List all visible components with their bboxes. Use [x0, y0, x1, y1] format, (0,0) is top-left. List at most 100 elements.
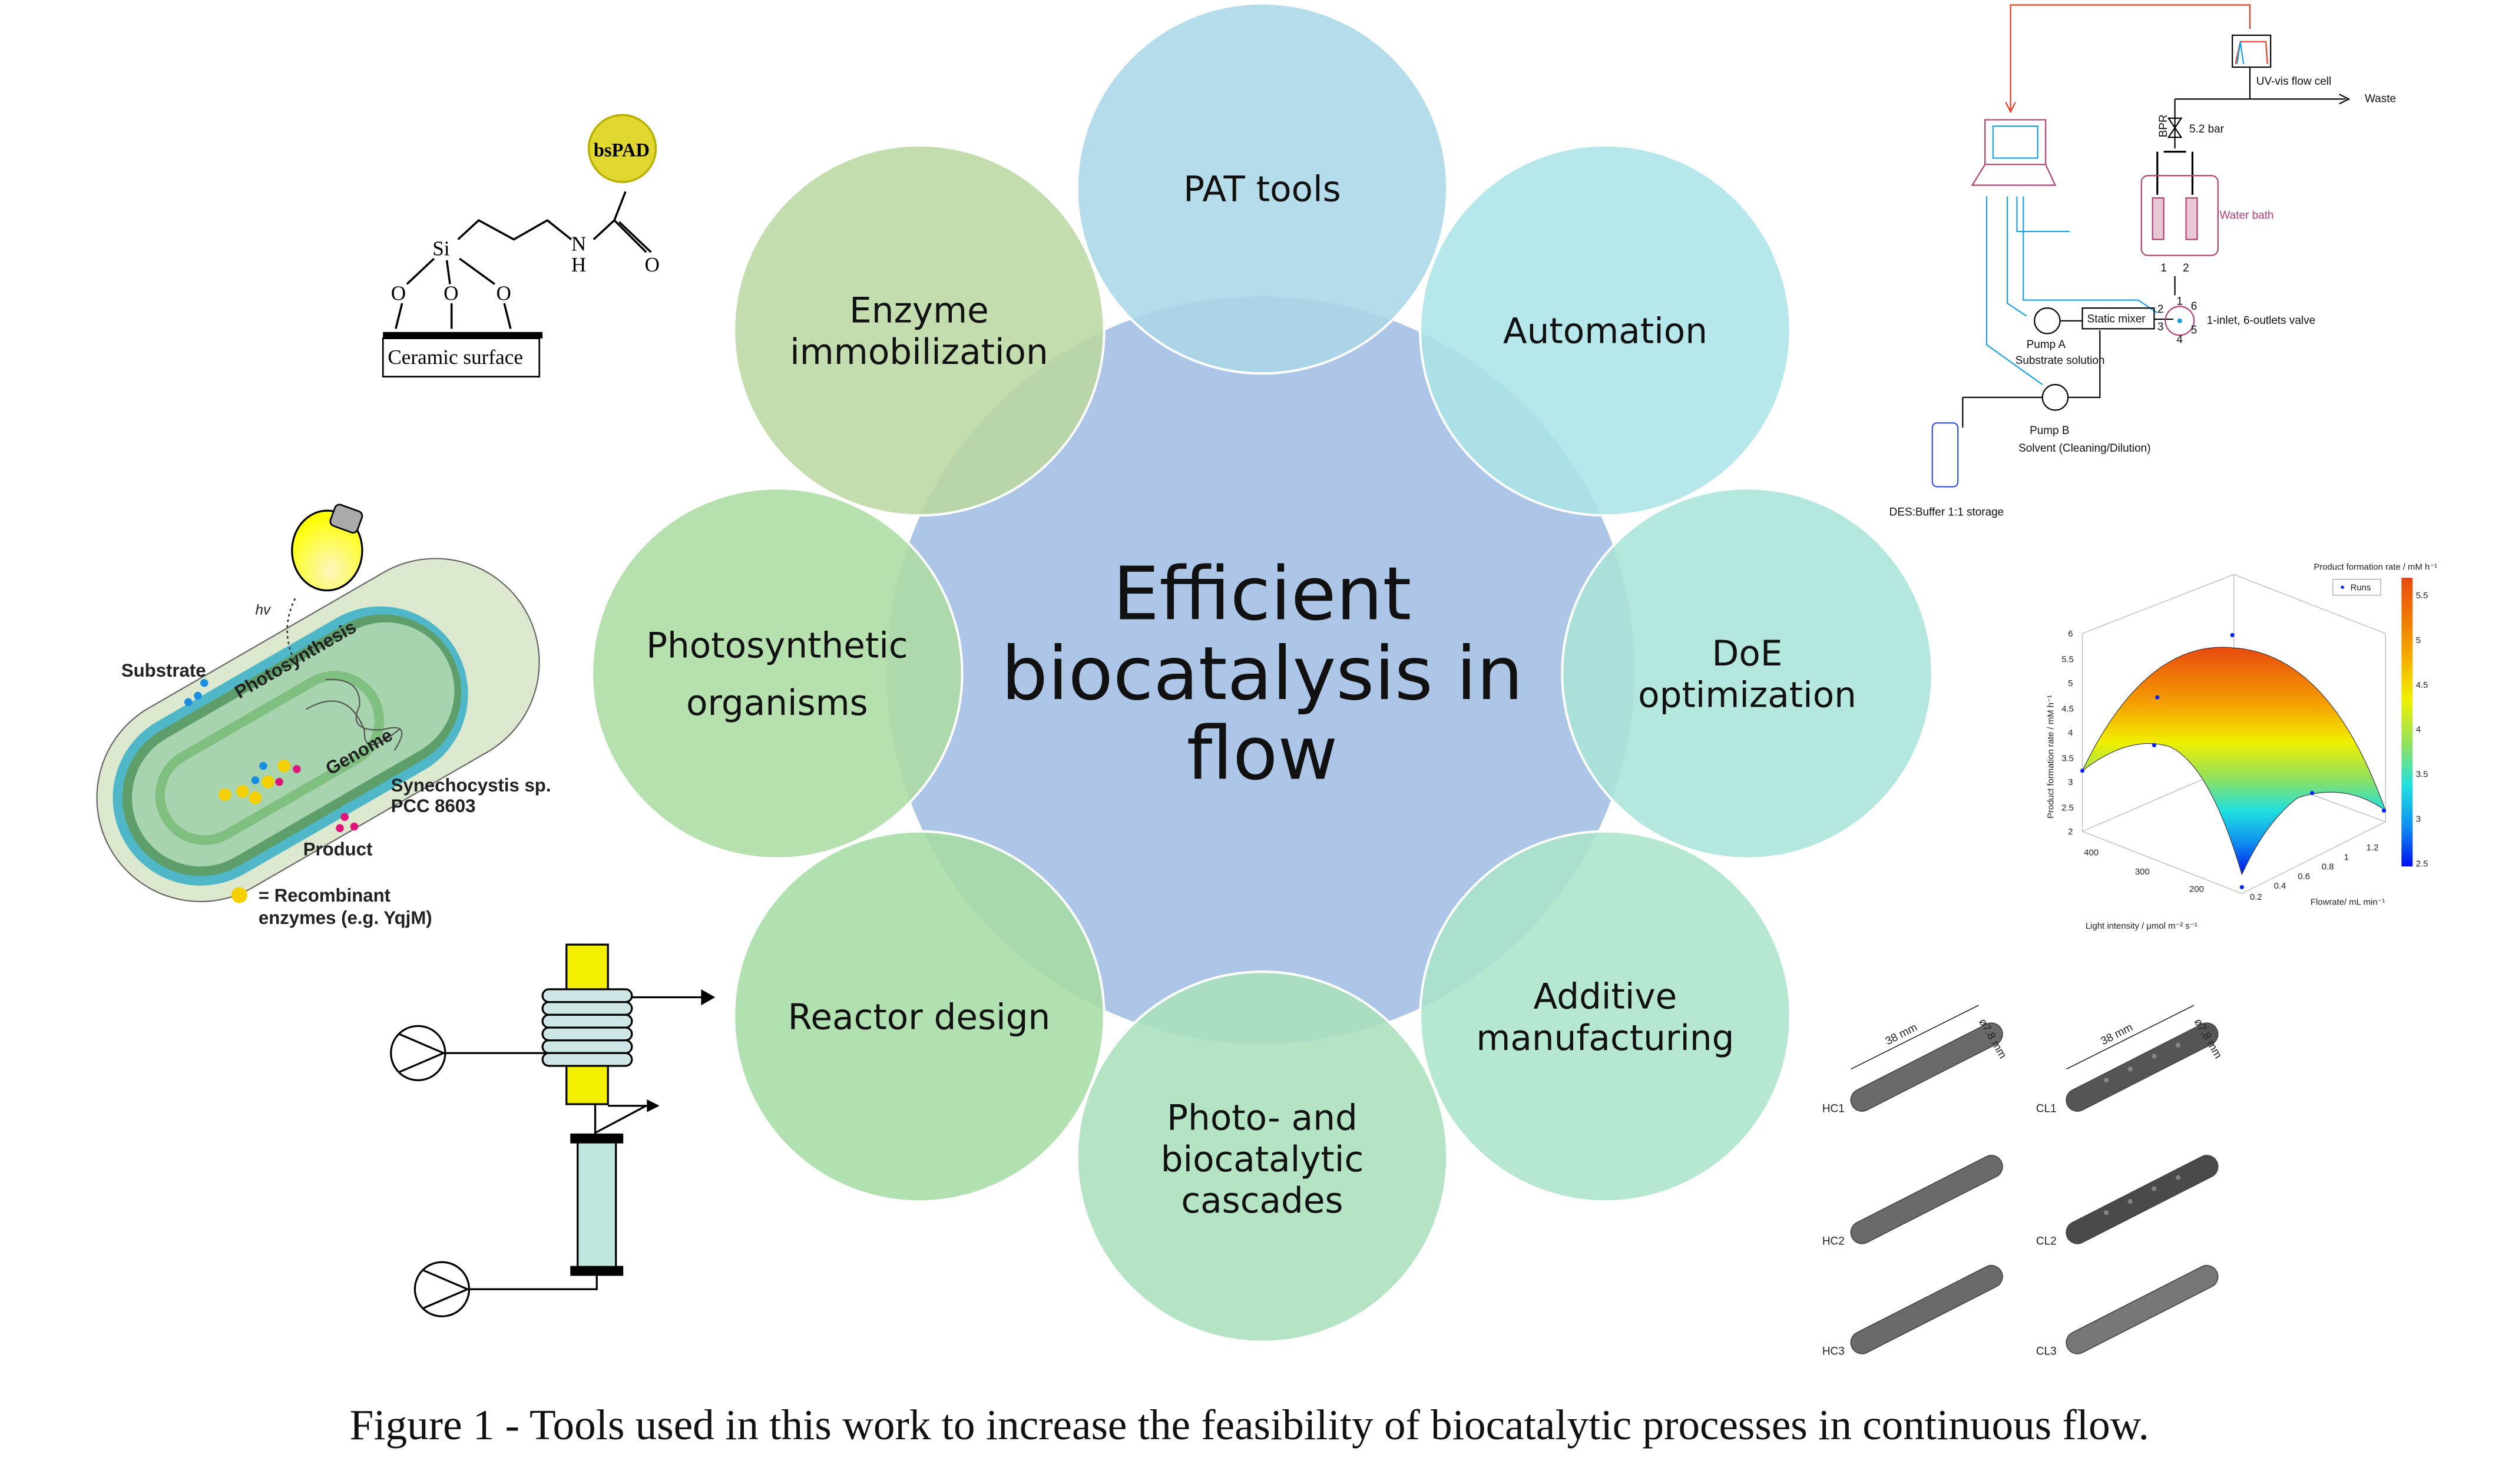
reactor-sketch — [390, 943, 716, 1317]
colorbar-tick: 5.5 — [2416, 591, 2428, 601]
pump-a-label: Pump A — [2027, 339, 2066, 351]
z-tick: 6 — [2068, 630, 2073, 639]
z-tick: 5.5 — [2061, 655, 2074, 665]
o-label: O — [497, 282, 511, 305]
storage-label: DES:Buffer 1:1 storage — [1889, 506, 2004, 518]
label-cascades: cascades — [1181, 1181, 1343, 1221]
circle-pat-tools — [1075, 2, 1449, 375]
organism-label: Synechocystis sp. — [391, 775, 551, 796]
circle-automation — [1419, 144, 1792, 517]
cell-illustration — [96, 504, 540, 903]
bspad-label: bsPAD — [594, 140, 650, 161]
o-label: O — [391, 282, 406, 305]
response-surface — [2081, 647, 2387, 876]
o-label: O — [645, 253, 660, 276]
circle-photosynthetic — [591, 487, 964, 860]
valve-port: 3 — [2157, 321, 2164, 333]
storage-bottle-icon — [1931, 422, 1959, 488]
label-additive: manufacturing — [1476, 1018, 1734, 1059]
x-tick: 300 — [2135, 867, 2150, 877]
circle-cascades — [1075, 970, 1449, 1343]
substrate-dots — [184, 678, 267, 784]
printed-reactors: 38 mm ø7.8 mm 38 mm ø7.8 mm HC1 HC2 HC3 … — [1822, 1005, 2224, 1357]
laptop-icon — [1971, 119, 2057, 186]
run-points — [2080, 632, 2387, 890]
y-tick: 0.4 — [2274, 882, 2286, 891]
y-tick: 0.6 — [2298, 872, 2310, 882]
z-axis-label: Product formation rate / mM h⁻¹ — [2047, 695, 2056, 819]
center-title-line: biocatalysis in — [1001, 631, 1523, 717]
tool-circles — [591, 2, 1934, 1343]
enzyme-bead — [587, 114, 657, 183]
x-axis-label: Light intensity / μmol m⁻² s⁻¹ — [2086, 922, 2197, 931]
center-title: Efficient biocatalysis in flow — [1001, 551, 1523, 796]
z-tick: 3 — [2068, 778, 2073, 787]
figure-caption: Figure 1 - Tools used in this work to in… — [350, 1401, 2149, 1449]
immobilization-labels: bsPAD Si N H O O O O Ceramic surface — [388, 140, 660, 369]
circle-enzyme — [733, 144, 1106, 517]
circle-reactor — [733, 830, 1106, 1203]
x-tick: 400 — [2084, 848, 2099, 857]
valve-port: 4 — [2176, 334, 2183, 346]
reactor-label: CL2 — [2036, 1235, 2057, 1247]
hv-label: hv — [255, 602, 272, 618]
valve-port: 5 — [2191, 324, 2197, 336]
label-cascades: Photo- and — [1167, 1098, 1358, 1138]
valve-port: 1 — [2176, 296, 2183, 308]
flow-setup-labels: UV-vis flow cell Waste BPR 5.2 bar Water… — [1889, 75, 2396, 518]
h-label: H — [571, 253, 586, 276]
ceramic-surface-label: Ceramic surface — [388, 346, 523, 369]
reactor-label: CL3 — [2036, 1345, 2057, 1357]
pressure-label: 5.2 bar — [2189, 123, 2224, 135]
label-reactor-design: Reactor design — [788, 998, 1051, 1038]
n-label: N — [571, 233, 586, 256]
light-bulb-icon — [286, 504, 363, 663]
valve-icon — [2165, 306, 2195, 336]
label-enzyme: Enzyme — [849, 290, 989, 331]
waste-label: Waste — [2365, 93, 2396, 105]
valve-label: 1-inlet, 6-outlets valve — [2207, 314, 2315, 327]
label-enzyme: immobilization — [790, 332, 1048, 373]
reactor-label: CL1 — [2036, 1103, 2057, 1115]
coil-icon — [541, 988, 633, 1067]
circle-doe — [1561, 487, 1934, 860]
y-axis-label: Flowrate/ mL min⁻¹ — [2311, 897, 2385, 907]
colorbar-tick: 3.5 — [2416, 770, 2428, 780]
immobilization-structure — [382, 114, 657, 377]
reactor-label: HC3 — [1822, 1345, 1845, 1357]
z-tick: 2.5 — [2061, 803, 2074, 813]
colorbar-tick: 3 — [2416, 814, 2421, 824]
water-bath-label: Water bath — [2219, 209, 2273, 221]
pump-a-desc: Substrate solution — [2016, 355, 2105, 367]
valve-port: 2 — [2157, 303, 2164, 316]
colorbar-tick: 5 — [2416, 636, 2421, 645]
z-tick: 5 — [2068, 679, 2073, 688]
product-dots — [275, 765, 359, 833]
substrate-label: Substrate — [121, 660, 206, 681]
legend-runs: Runs — [2351, 584, 2371, 593]
uv-monitor-icon — [2232, 34, 2272, 68]
si-label: Si — [432, 237, 450, 260]
z-tick: 4 — [2068, 728, 2073, 738]
label-pat-tools: PAT tools — [1183, 170, 1341, 210]
colorbar-tick: 2.5 — [2416, 859, 2428, 869]
reactor-label: HC2 — [1822, 1235, 1845, 1247]
pump-b-label: Pump B — [2030, 425, 2069, 437]
enzyme-icons — [219, 759, 291, 903]
label-automation: Automation — [1503, 312, 1707, 352]
label-doe: optimization — [1638, 675, 1856, 716]
enzyme-legend-label: = Recombinant — [259, 885, 390, 906]
y-tick: 0.8 — [2322, 863, 2334, 872]
y-tick: 1.2 — [2367, 843, 2379, 853]
pump-a-icon — [2034, 307, 2061, 334]
label-doe: DoE — [1712, 634, 1783, 674]
bpr-label: BPR — [2157, 114, 2170, 137]
tool-labels: PAT tools Automation DoE optimization Ad… — [646, 170, 1856, 1222]
x-tick: 200 — [2189, 885, 2204, 895]
y-tick: 1 — [2344, 853, 2349, 862]
flow-setup — [1931, 4, 2351, 488]
z-tick: 3.5 — [2061, 754, 2074, 764]
uv-label: UV-vis flow cell — [2256, 75, 2331, 88]
center-title-line: Efficient — [1113, 551, 1412, 637]
